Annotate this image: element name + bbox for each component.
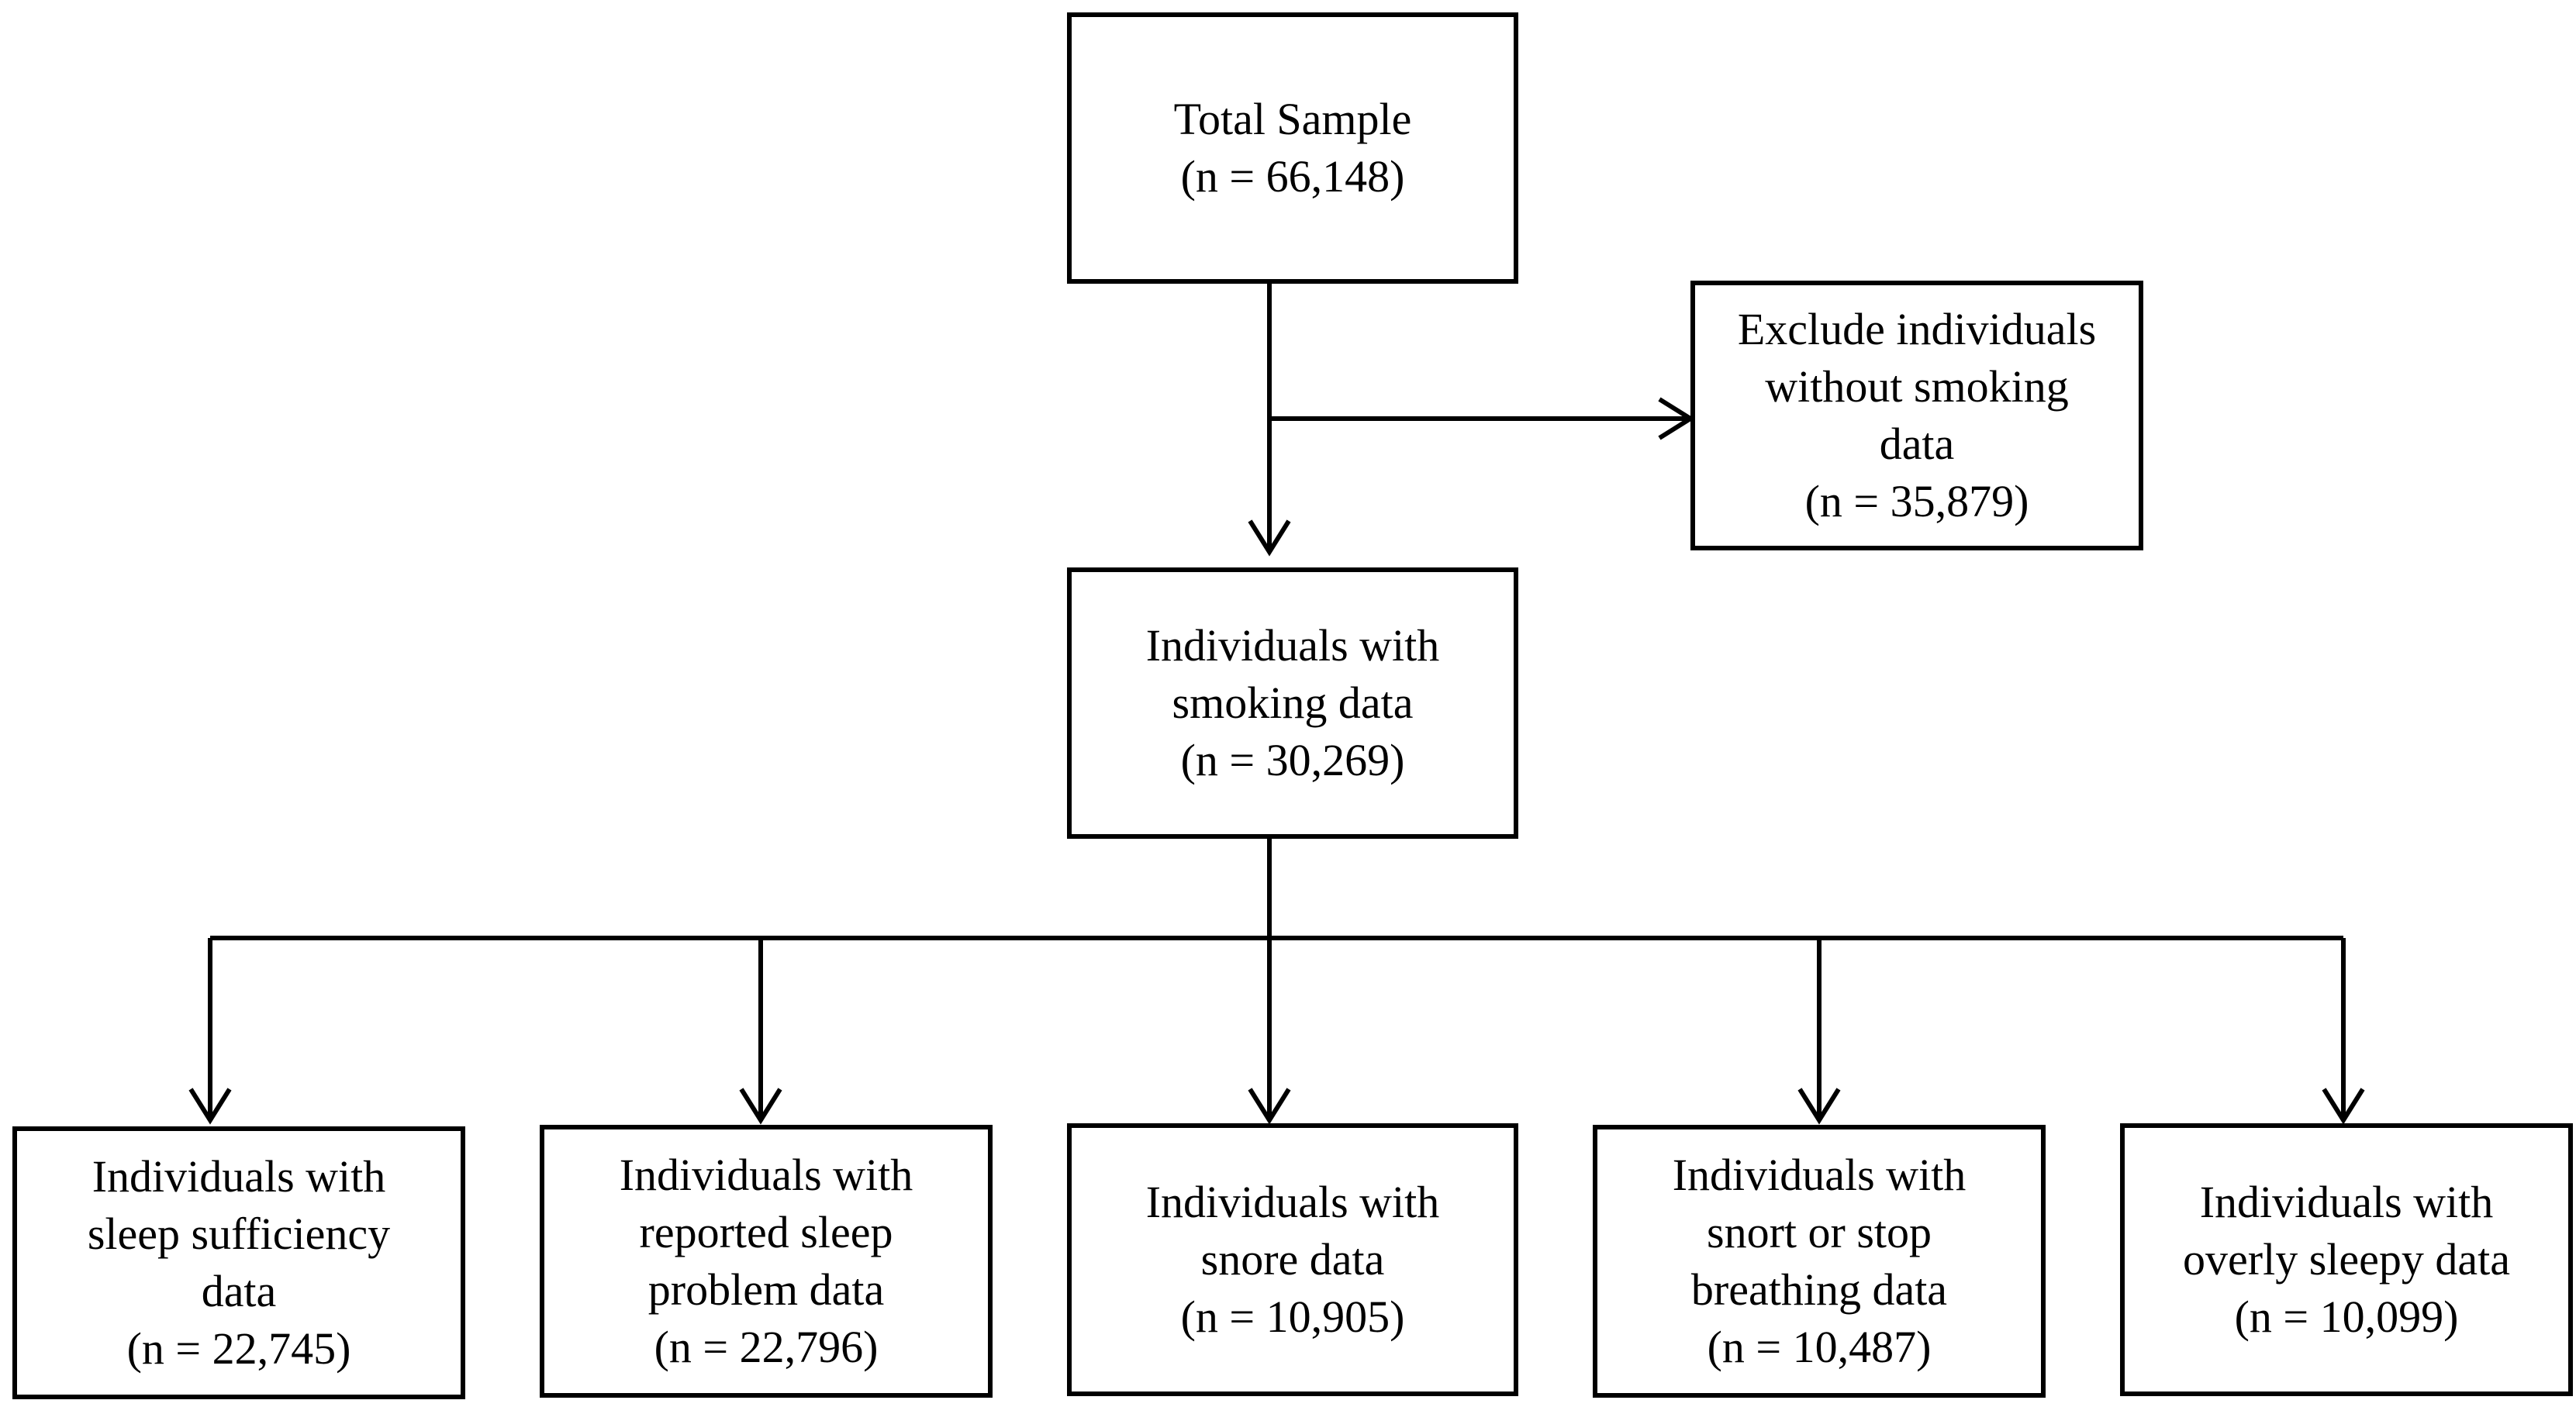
arrowhead-overly-sleepy: [2322, 1088, 2365, 1125]
snort-line-2: snort or stop: [1707, 1207, 1932, 1257]
snort-line-3: breathing data: [1690, 1264, 1948, 1315]
snore-line-3: (n = 10,905): [1180, 1291, 1405, 1342]
sleep-sufficiency-line-2: sleep sufficiency: [87, 1209, 391, 1259]
smoking-line-2: smoking data: [1172, 678, 1414, 728]
arrowhead-sleep-problem: [739, 1088, 782, 1125]
sleep-sufficiency-line-4: (n = 22,745): [126, 1323, 351, 1374]
snort-line-4: (n = 10,487): [1707, 1322, 1932, 1372]
sleep-sufficiency-line-3: data: [201, 1266, 277, 1316]
excluded-line-1: Exclude individuals: [1737, 304, 2097, 354]
excluded-line-4: (n = 35,879): [1804, 476, 2029, 526]
smoking-line-1: Individuals with: [1145, 620, 1440, 671]
snort-stop-breathing-box: Individuals with snort or stop breathing…: [1593, 1125, 2046, 1398]
excluded-line-3: data: [1879, 419, 1955, 469]
snore-box: Individuals with snore data (n = 10,905): [1067, 1123, 1518, 1396]
smoking-data-box: Individuals with smoking data (n = 30,26…: [1067, 567, 1518, 839]
sleep-problem-box: Individuals with reported sleep problem …: [540, 1125, 993, 1398]
overly-sleepy-box: Individuals with overly sleepy data (n =…: [2120, 1123, 2573, 1396]
sleep-problem-line-2: reported sleep: [639, 1207, 893, 1257]
excluded-box: Exclude individuals without smoking data…: [1690, 281, 2143, 550]
overly-sleepy-line-2: overly sleepy data: [2183, 1234, 2510, 1285]
overly-sleepy-line-3: (n = 10,099): [2234, 1291, 2459, 1342]
smoking-line-3: (n = 30,269): [1180, 735, 1405, 785]
arrowhead-snore: [1248, 1088, 1291, 1125]
sleep-problem-line-1: Individuals with: [619, 1150, 913, 1200]
snort-line-1: Individuals with: [1672, 1150, 1967, 1200]
snore-line-1: Individuals with: [1145, 1177, 1440, 1227]
overly-sleepy-line-1: Individuals with: [2199, 1177, 2494, 1227]
arrowhead-sleep-sufficiency: [188, 1088, 232, 1125]
total-sample-line-2: (n = 66,148): [1180, 151, 1405, 202]
sleep-problem-line-4: (n = 22,796): [654, 1322, 879, 1372]
snore-line-2: snore data: [1200, 1234, 1385, 1285]
sleep-problem-line-3: problem data: [647, 1264, 885, 1315]
sleep-sufficiency-box: Individuals with sleep sufficiency data …: [12, 1126, 465, 1399]
total-sample-line-1: Total Sample: [1173, 94, 1412, 144]
total-sample-box: Total Sample (n = 66,148): [1067, 12, 1518, 284]
arrowhead-smoking: [1248, 519, 1291, 557]
sleep-sufficiency-line-1: Individuals with: [92, 1151, 386, 1202]
excluded-line-2: without smoking: [1765, 361, 2069, 412]
arrowhead-snort: [1797, 1088, 1841, 1125]
